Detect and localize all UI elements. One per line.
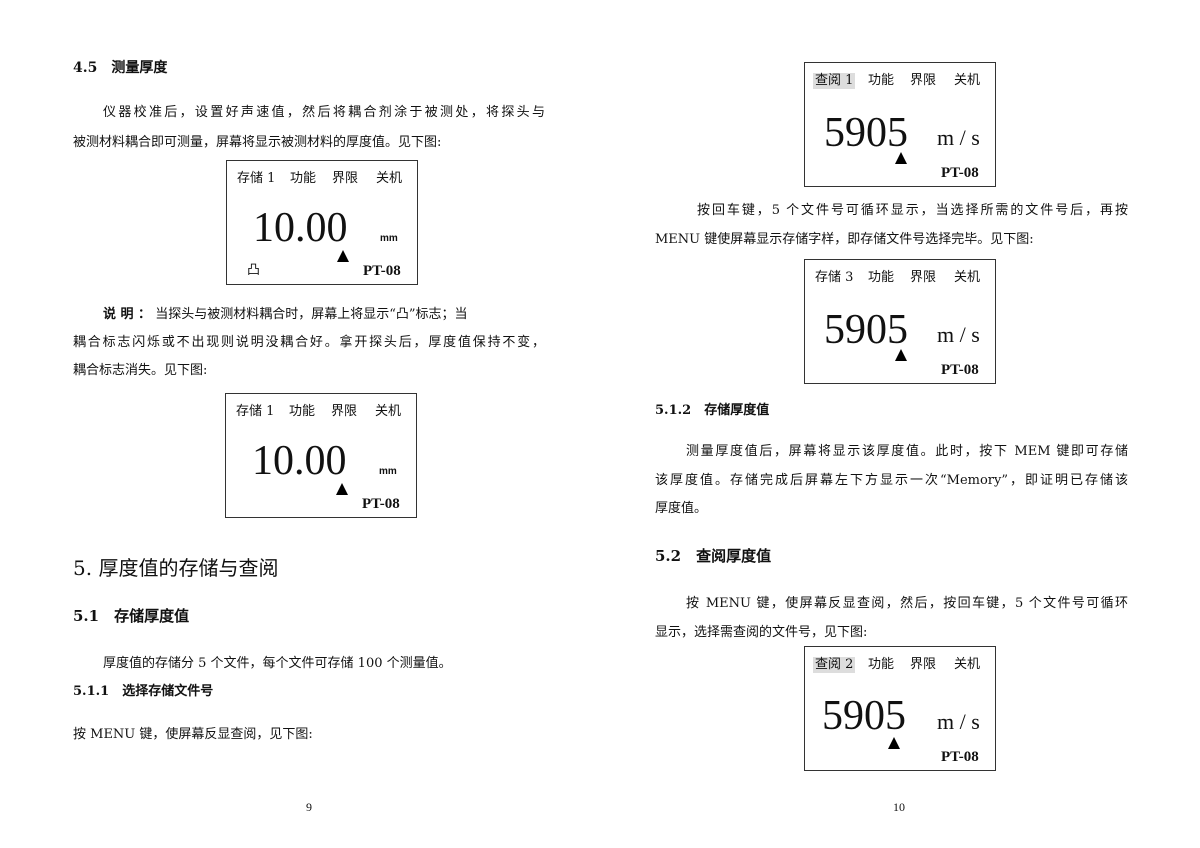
lcd-menu-function: 功能 — [868, 73, 895, 88]
lcd-menu-power-off: 关机 — [954, 657, 981, 672]
paragraph-line: 厚度值的存储分 5 个文件，每个文件可存储 100 个测量值。 — [103, 656, 452, 671]
section-heading-4-5: 4.5 测量厚度 — [73, 60, 168, 76]
lcd-menu-function: 功能 — [868, 270, 895, 285]
triangle-indicator-icon — [888, 737, 900, 749]
lcd-screen-thickness-hold: 存储 1 功能 界限 关机 10.00 mm PT-08 — [225, 393, 417, 518]
paragraph-line: 该厚度值。存储完成后屏幕左下方显示一次“Memory”，即证明已存储该 — [655, 473, 1128, 488]
lcd-menu-limit: 界限 — [910, 270, 937, 285]
paragraph-line: 仪器校准后，设置好声速值，然后将耦合剂涂于被测处，将探头与 — [103, 105, 545, 120]
note-text: 当探头与被测材料耦合时，屏幕上将显示“凸”标志；当 — [155, 307, 468, 322]
lcd-model: PT-08 — [362, 496, 400, 512]
lcd-menu-file: 存储 1 — [236, 404, 275, 419]
lcd-model: PT-08 — [941, 165, 979, 181]
lcd-menu-power-off: 关机 — [954, 270, 981, 285]
paragraph-line: 显示，选择需查阅的文件号，见下图: — [655, 625, 868, 640]
coupling-icon: 凸 — [247, 263, 261, 278]
lcd-value: 10.00 — [252, 438, 347, 484]
lcd-menu-file-highlighted: 查阅 2 — [813, 657, 856, 673]
note-line: 耦合标志消失。见下图: — [73, 363, 208, 378]
lcd-menu-function: 功能 — [868, 657, 895, 672]
triangle-indicator-icon — [895, 349, 907, 361]
page-number: 9 — [306, 800, 312, 814]
lcd-menu-power-off: 关机 — [954, 73, 981, 88]
triangle-indicator-icon — [337, 250, 349, 262]
lcd-menu-limit: 界限 — [910, 73, 937, 88]
lcd-screen-review-1: 查阅 1 功能 界限 关机 5905 m / s PT-08 — [804, 62, 996, 187]
triangle-indicator-icon — [336, 483, 348, 495]
lcd-menu-file: 存储 1 — [237, 171, 276, 186]
lcd-value: 5905 — [822, 693, 906, 739]
section-heading-5-1: 5.1 存储厚度值 — [73, 607, 190, 625]
paragraph-line: 按回车键，5 个文件号可循环显示，当选择所需的文件号后，再按 — [697, 203, 1128, 218]
paragraph-line: 厚度值。 — [655, 501, 708, 516]
section-heading-5-2: 5.2 查阅厚度值 — [655, 547, 772, 565]
lcd-value: 5905 — [824, 110, 908, 156]
section-heading-5-1-2: 5.1.2 存储厚度值 — [655, 403, 770, 418]
triangle-indicator-icon — [895, 152, 907, 164]
paragraph-line: 测量厚度值后，屏幕将显示该厚度值。此时，按下 MEM 键即可存储 — [686, 444, 1128, 459]
chapter-heading-5: 5. 厚度值的存储与查阅 — [73, 556, 279, 580]
lcd-model: PT-08 — [363, 263, 401, 279]
lcd-menu-power-off: 关机 — [376, 171, 403, 186]
lcd-menu-limit: 界限 — [332, 171, 359, 186]
lcd-unit: m / s — [937, 709, 980, 734]
note-label: 说 明 ： — [103, 307, 152, 322]
lcd-menu-power-off: 关机 — [375, 404, 402, 419]
paragraph-line: 按 MENU 键，使屏幕反显查阅，见下图: — [73, 727, 313, 742]
page-number: 10 — [893, 800, 905, 814]
lcd-menu-file-highlighted: 查阅 1 — [813, 73, 856, 89]
lcd-unit: mm — [380, 233, 398, 244]
lcd-menu-limit: 界限 — [331, 404, 358, 419]
lcd-menu-limit: 界限 — [910, 657, 937, 672]
lcd-menu-function: 功能 — [290, 171, 317, 186]
lcd-model: PT-08 — [941, 749, 979, 765]
lcd-model: PT-08 — [941, 362, 979, 378]
lcd-unit: mm — [379, 466, 397, 477]
note-line: 耦合标志闪烁或不出现则说明没耦合好。拿开探头后，厚度值保持不变， — [73, 335, 545, 350]
lcd-screen-review-2: 查阅 2 功能 界限 关机 5905 m / s PT-08 — [804, 646, 996, 771]
note-line: 说 明 ： 当探头与被测材料耦合时，屏幕上将显示“凸”标志；当 — [103, 306, 545, 324]
lcd-screen-thickness-coupled: 存储 1 功能 界限 关机 10.00 mm 凸 PT-08 — [226, 160, 418, 285]
lcd-unit: m / s — [937, 125, 980, 150]
lcd-unit: m / s — [937, 322, 980, 347]
paragraph-line: 按 MENU 键，使屏幕反显查阅，然后，按回车键，5 个文件号可循环 — [686, 596, 1128, 611]
lcd-value: 10.00 — [253, 205, 348, 251]
paragraph-line: MENU 键使屏幕显示存储字样，即存储文件号选择完毕。见下图: — [655, 232, 1034, 247]
lcd-screen-store-3: 存储 3 功能 界限 关机 5905 m / s PT-08 — [804, 259, 996, 384]
lcd-value: 5905 — [824, 307, 908, 353]
lcd-menu-function: 功能 — [289, 404, 316, 419]
paragraph-line: 被测材料耦合即可测量，屏幕将显示被测材料的厚度值。见下图: — [73, 135, 442, 150]
lcd-menu-file: 存储 3 — [815, 270, 854, 285]
section-heading-5-1-1: 5.1.1 选择存储文件号 — [73, 684, 214, 699]
